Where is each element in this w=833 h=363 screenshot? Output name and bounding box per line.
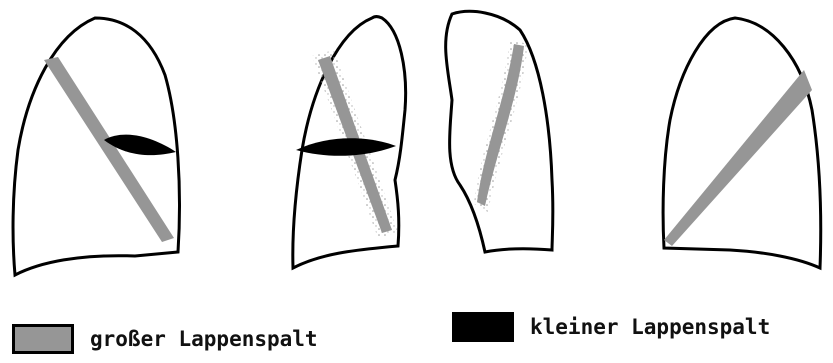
minor-fissure-swatch (452, 312, 514, 342)
legend-minor-fissure: kleiner Lappenspalt (452, 312, 770, 342)
major-fissure-label: großer Lappenspalt (90, 327, 318, 351)
lung-fissure-diagram (0, 0, 833, 300)
lung-3-frontal-left (446, 11, 553, 252)
legend-major-fissure: großer Lappenspalt (12, 324, 318, 354)
lung-4-outline (663, 18, 821, 268)
lung-1-right-lateral (13, 18, 179, 275)
minor-fissure-label: kleiner Lappenspalt (530, 315, 770, 339)
major-fissure-swatch (12, 324, 74, 354)
lung-4-left-lateral (663, 18, 821, 268)
lung-2-frontal (293, 17, 406, 269)
